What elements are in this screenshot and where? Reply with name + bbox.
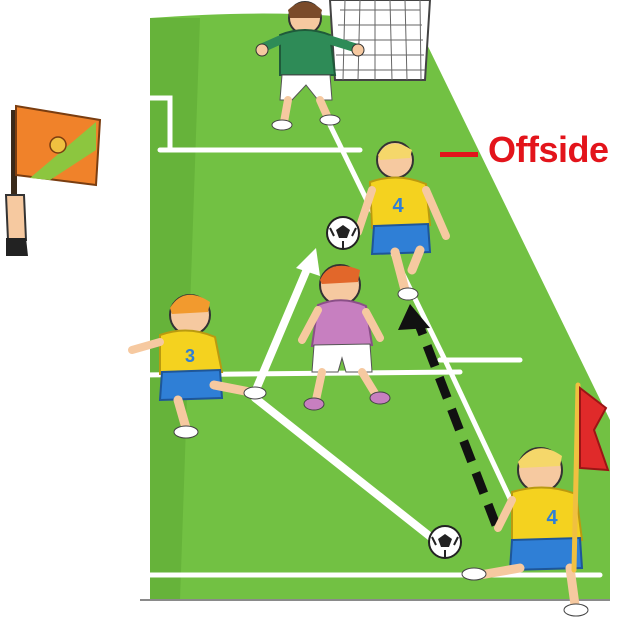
player-number: 3 bbox=[185, 346, 195, 366]
soccer-ball-icon bbox=[429, 526, 461, 558]
soccer-ball-icon bbox=[327, 217, 359, 249]
player-number: 4 bbox=[392, 195, 404, 217]
annotation-dash bbox=[440, 152, 478, 157]
assistant-referee-flag-icon bbox=[6, 106, 100, 256]
player-number: 4 bbox=[546, 507, 558, 529]
offside-label: Offside bbox=[488, 128, 609, 172]
